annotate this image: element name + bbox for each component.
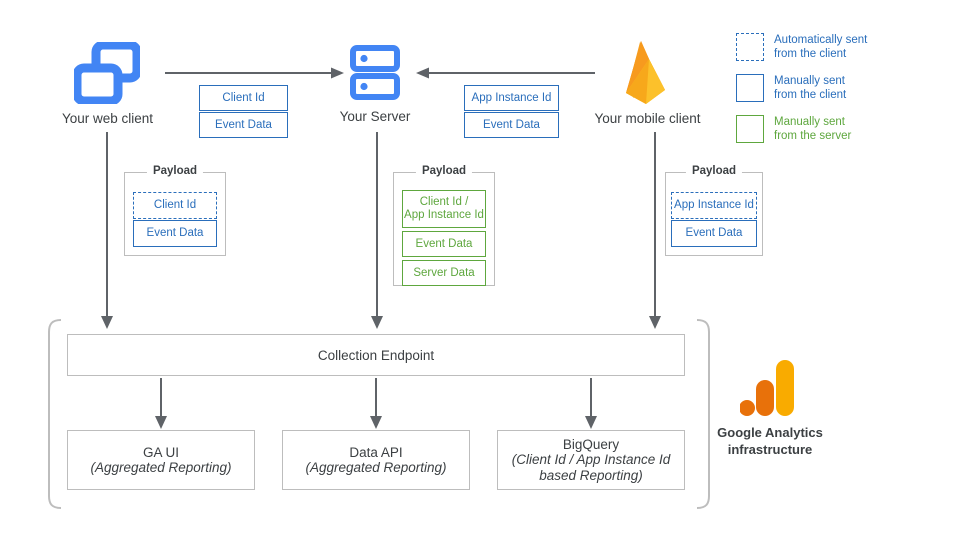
output-box-bigquery: BigQuery (Client Id / App Instance Id ba…: [497, 430, 685, 490]
legend-swatch-solid-green: [736, 115, 764, 143]
output-box-data-api: Data API (Aggregated Reporting): [282, 430, 470, 490]
arrow-mobile-client-down: [649, 132, 661, 329]
collection-endpoint-box: Collection Endpoint: [67, 334, 685, 376]
label-your-web-client: Your web client: [61, 111, 154, 126]
arrow-web-to-server: [165, 67, 344, 79]
arrow-endpoint-to-data-api: [370, 378, 382, 429]
output-title: BigQuery: [562, 436, 620, 452]
output-title: Data API: [349, 445, 403, 460]
legend-swatch-dashed-blue: [736, 33, 764, 61]
arrow-web-client-down: [101, 132, 113, 329]
payload-web-client-id: Client Id: [133, 192, 217, 219]
server-rack-icon: [350, 45, 400, 100]
payload-server-event-data: Event Data: [402, 231, 486, 257]
payload-mobile-event-data: Event Data: [671, 220, 757, 247]
payload-title: Payload: [685, 165, 743, 177]
legend-item-manual-client: Manually sent from the client: [736, 74, 846, 102]
legend-item-automatic-client: Automatically sent from the client: [736, 33, 867, 61]
payload-mobile-app-instance-id: App Instance Id: [671, 192, 757, 219]
payload-server-client-or-app-instance-id: Client Id / App Instance Id: [402, 190, 486, 228]
google-analytics-infrastructure-caption: Google Analytics infrastructure: [717, 425, 823, 457]
arrow-server-down: [371, 132, 383, 329]
payload-title: Payload: [146, 165, 204, 177]
web-windows-icon: [74, 42, 140, 104]
legend-label: Manually sent from the client: [774, 75, 847, 101]
payload-web-event-data: Event Data: [133, 220, 217, 247]
legend-swatch-solid-blue: [736, 74, 764, 102]
legend-label: Manually sent from the server: [774, 116, 852, 142]
arrow-endpoint-to-bigquery: [585, 378, 597, 429]
payload-server-server-data: Server Data: [402, 260, 486, 286]
output-subtitle: (Aggregated Reporting): [90, 460, 232, 475]
infrastructure-bracket: [48, 319, 710, 509]
legend-item-manual-server: Manually sent from the server: [736, 115, 851, 143]
google-analytics-bars-icon: [740, 360, 794, 416]
collection-endpoint-label: Collection Endpoint: [317, 347, 435, 363]
transit-box-web-event-data: Event Data: [199, 112, 288, 138]
firebase-flame-icon: [626, 41, 665, 104]
output-subtitle: (Aggregated Reporting): [305, 460, 447, 475]
payload-title: Payload: [415, 165, 473, 177]
label-your-server: Your Server: [339, 109, 411, 124]
legend-label: Automatically sent from the client: [774, 34, 868, 60]
transit-box-mobile-app-instance-id: App Instance Id: [464, 85, 559, 111]
label-your-mobile-client: Your mobile client: [594, 111, 701, 126]
output-title: GA UI: [142, 445, 179, 460]
arrow-mobile-to-server: [416, 67, 595, 79]
output-box-ga-ui: GA UI (Aggregated Reporting): [67, 430, 255, 490]
output-subtitle: (Client Id / App Instance Id based Repor…: [511, 451, 671, 483]
transit-box-web-client-id: Client Id: [199, 85, 288, 111]
transit-box-mobile-event-data: Event Data: [464, 112, 559, 138]
arrow-endpoint-to-ga-ui: [155, 378, 167, 429]
